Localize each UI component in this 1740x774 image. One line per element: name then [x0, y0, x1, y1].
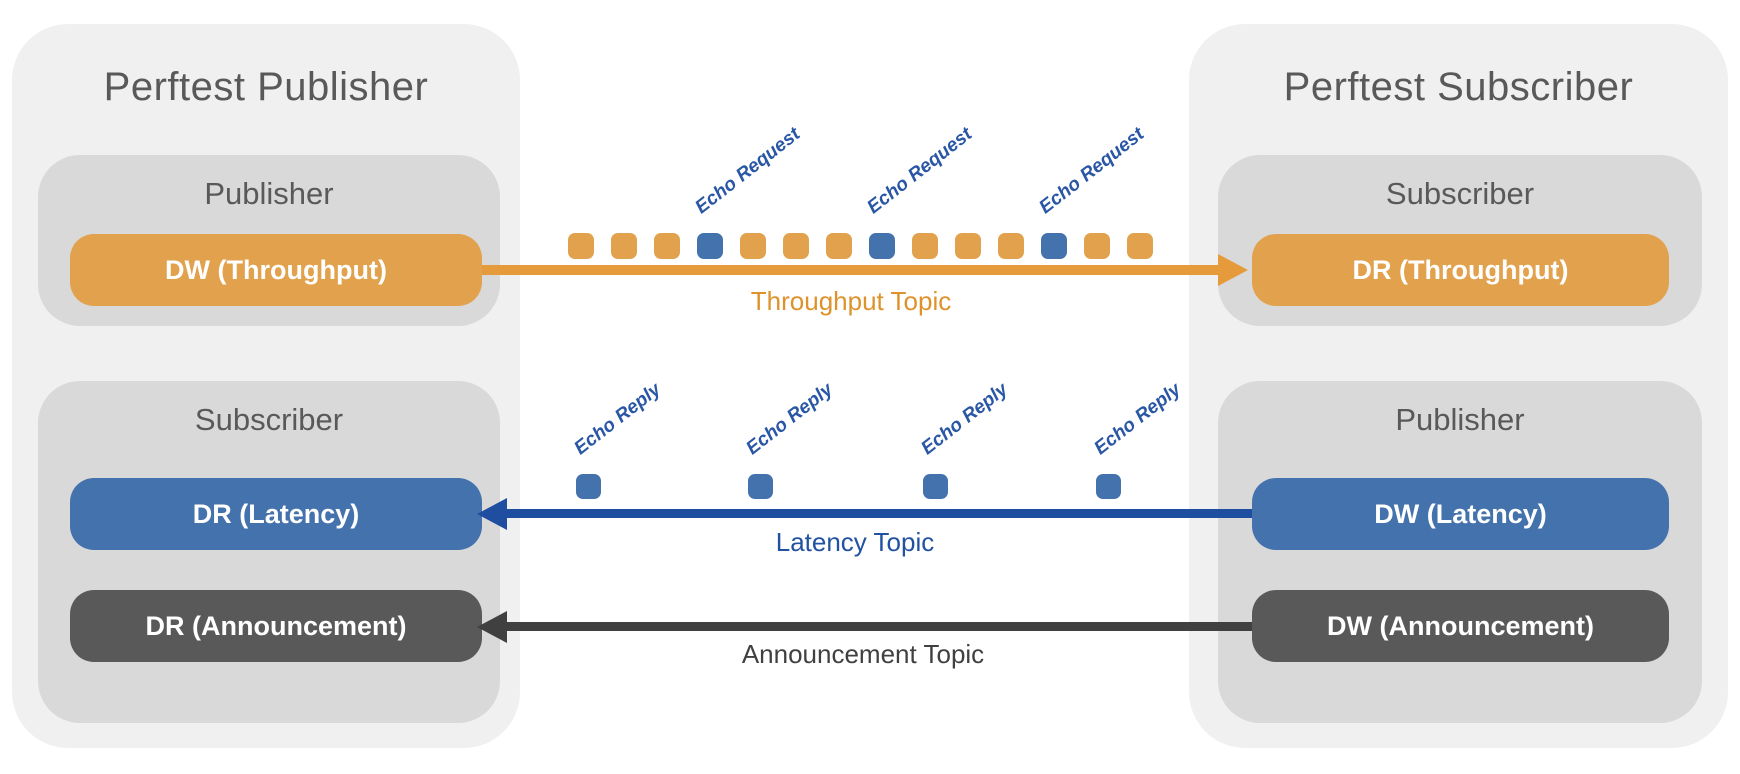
echo-request-label: Echo Request — [691, 123, 805, 219]
throughput-sample-square — [826, 233, 852, 259]
throughput-sample-square — [955, 233, 981, 259]
throughput-arrow-head-icon — [1218, 254, 1248, 286]
throughput-sample-square — [568, 233, 594, 259]
latency-arrow-head-icon — [477, 498, 507, 530]
dw-latency-pill: DW (Latency) — [1252, 478, 1669, 550]
latency-sample-square — [923, 474, 948, 499]
announcement-topic-label: Announcement Topic — [741, 639, 985, 669]
dw-announcement-pill: DW (Announcement) — [1252, 590, 1669, 662]
publisher-group-right: Publisher — [1218, 381, 1702, 723]
echo-request-label: Echo Request — [1035, 123, 1149, 219]
subscriber-group-left: Subscriber — [38, 381, 500, 723]
latency-topic-label: Latency Topic — [775, 527, 935, 557]
throughput-sample-square — [783, 233, 809, 259]
dw-throughput-pill: DW (Throughput) — [70, 234, 482, 306]
throughput-sample-square — [611, 233, 637, 259]
echo-reply-label: Echo Reply — [917, 378, 1012, 460]
throughput-sample-square — [998, 233, 1024, 259]
echo-reply-label: Echo Reply — [1090, 378, 1185, 460]
echo-reply-label: Echo Reply — [570, 378, 665, 460]
announcement-arrow-line — [507, 622, 1252, 631]
subscriber-group-right-title: Subscriber — [1385, 176, 1535, 211]
throughput-sample-square — [740, 233, 766, 259]
dr-throughput-pill: DR (Throughput) — [1252, 234, 1669, 306]
publisher-group-right-title: Publisher — [1395, 402, 1525, 437]
echo-request-label: Echo Request — [863, 123, 977, 219]
throughput-sample-square — [654, 233, 680, 259]
latency-sample-square — [748, 474, 773, 499]
latency-sample-square — [576, 474, 601, 499]
echo-reply-label: Echo Reply — [742, 378, 837, 460]
perftest-subscriber-title: Perftest Subscriber — [1283, 65, 1634, 109]
dr-announcement-pill: DR (Announcement) — [70, 590, 482, 662]
throughput-sample-square — [869, 233, 895, 259]
throughput-sample-square — [1127, 233, 1153, 259]
dr-latency-pill: DR (Latency) — [70, 478, 482, 550]
throughput-topic-label: Throughput Topic — [750, 286, 952, 316]
announcement-arrow-head-icon — [477, 611, 507, 643]
throughput-sample-square — [1041, 233, 1067, 259]
throughput-sample-square — [912, 233, 938, 259]
throughput-sample-square — [1084, 233, 1110, 259]
subscriber-group-left-title: Subscriber — [194, 402, 344, 437]
publisher-group-left-title: Publisher — [204, 176, 334, 211]
latency-sample-square — [1096, 474, 1121, 499]
latency-arrow-line — [507, 509, 1252, 518]
throughput-sample-square — [697, 233, 723, 259]
perftest-publisher-title: Perftest Publisher — [103, 65, 429, 109]
throughput-arrow-line — [482, 265, 1218, 275]
